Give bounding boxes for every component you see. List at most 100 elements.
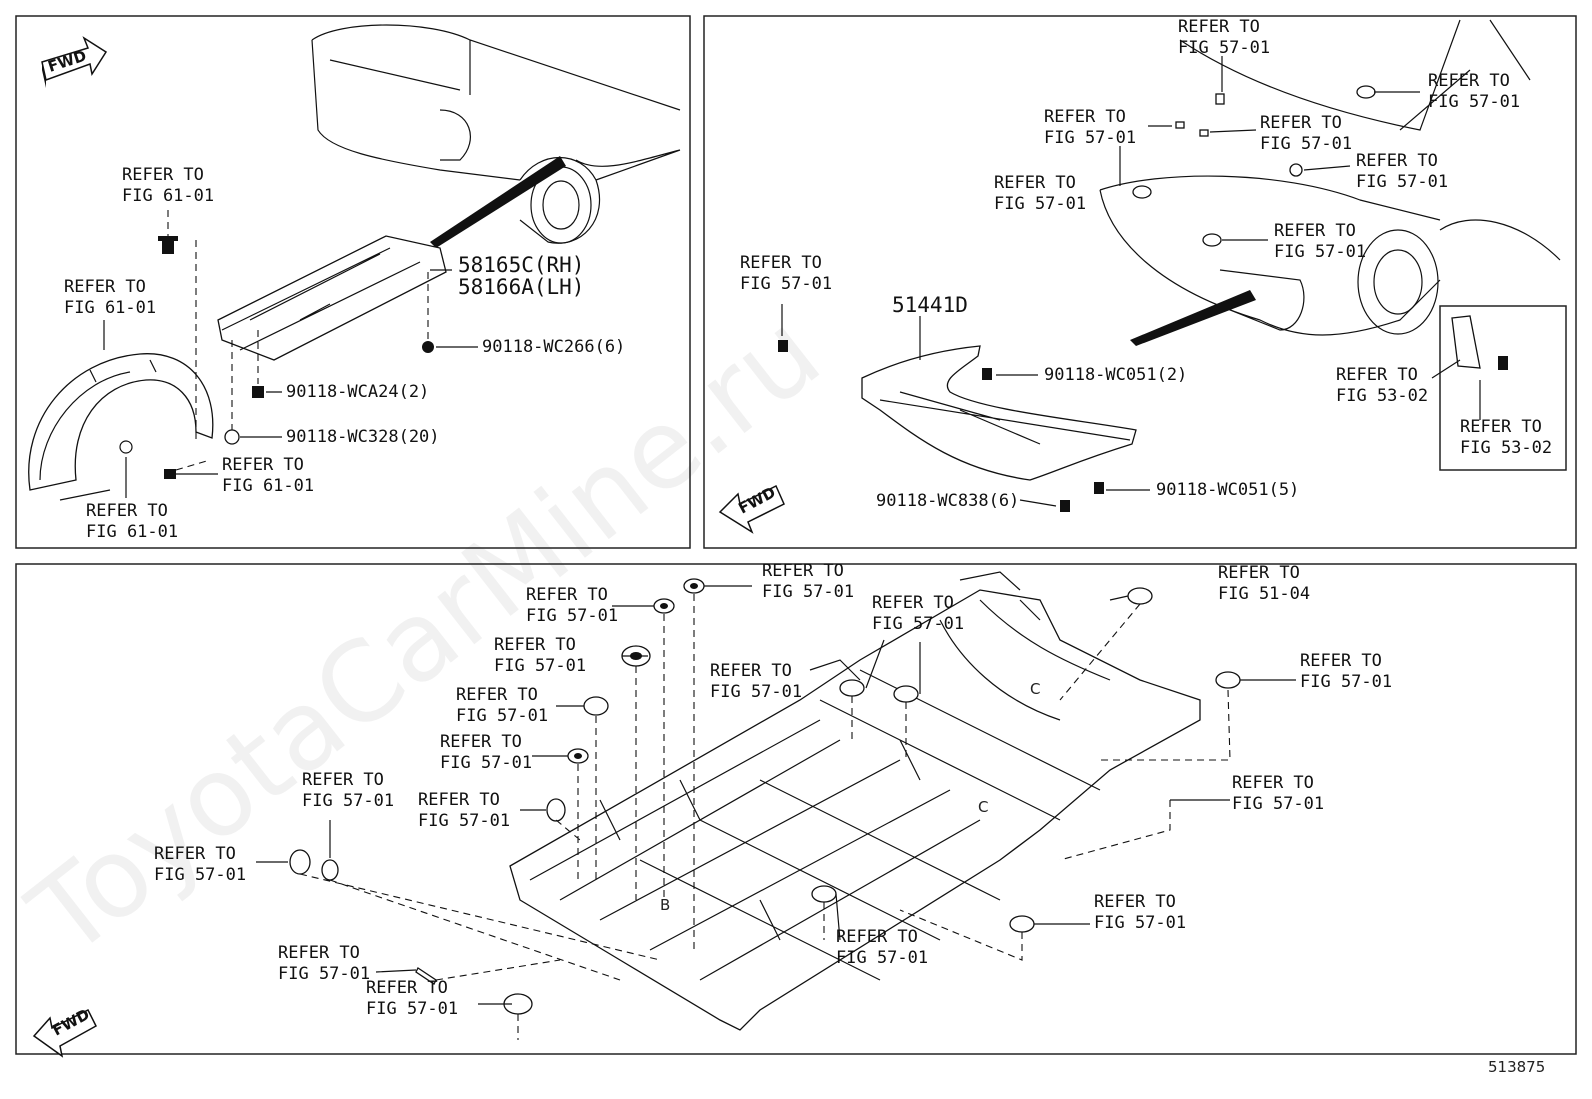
panel-top-left: FWD REFER TO FIG 61-01 REFE xyxy=(28,24,681,542)
marker-c: C xyxy=(1030,680,1040,698)
refer-label: REFER TO xyxy=(418,790,500,810)
grommet-icon xyxy=(119,440,133,454)
refer-label: REFER TO xyxy=(1336,365,1418,385)
diagram-id: 513875 xyxy=(1488,1058,1545,1076)
refer-fig-label: FIG 57-01 xyxy=(278,964,370,984)
clip-part-number: 90118-WC051(5) xyxy=(1156,480,1299,500)
plug-icon xyxy=(546,798,566,822)
clip-icon xyxy=(1199,129,1209,137)
refer-fig-label: FIG 51-04 xyxy=(1218,584,1310,604)
refer-label: REFER TO xyxy=(1218,563,1300,583)
screw-icon xyxy=(1060,500,1070,512)
refer-fig-label: FIG 57-01 xyxy=(872,614,964,634)
refer-fig-label: FIG 61-01 xyxy=(222,476,314,496)
refer-label: REFER TO xyxy=(154,844,236,864)
clip-icon xyxy=(1175,121,1185,129)
refer-label: REFER TO xyxy=(222,455,304,475)
refer-fig-label: FIG 57-01 xyxy=(1232,794,1324,814)
refer-fig-label: FIG 57-01 xyxy=(1300,672,1392,692)
refer-label: REFER TO xyxy=(1094,892,1176,912)
clip-part-number: 90118-WC266(6) xyxy=(482,337,625,357)
refer-label: REFER TO xyxy=(278,943,360,963)
screw-icon xyxy=(1094,482,1104,494)
inset-box xyxy=(1439,305,1567,471)
refer-fig-label: FIG 57-01 xyxy=(836,948,928,968)
refer-label: REFER TO xyxy=(1044,107,1126,127)
refer-fig-label: FIG 53-02 xyxy=(1460,438,1552,458)
plug-icon xyxy=(1009,915,1035,933)
refer-fig-label: FIG 57-01 xyxy=(302,791,394,811)
refer-label: REFER TO xyxy=(836,927,918,947)
refer-label: REFER TO xyxy=(710,661,792,681)
refer-fig-label: FIG 57-01 xyxy=(418,811,510,831)
refer-label: REFER TO xyxy=(994,173,1076,193)
bracket-part xyxy=(1451,315,1508,370)
panel-top-right-frame xyxy=(703,15,1577,549)
refer-fig-label: FIG 61-01 xyxy=(122,186,214,206)
refer-label: REFER TO xyxy=(302,770,384,790)
grommet-icon xyxy=(1132,185,1152,199)
clip-icon xyxy=(224,429,240,445)
refer-label: REFER TO xyxy=(494,635,576,655)
refer-fig-label: FIG 57-01 xyxy=(1044,128,1136,148)
refer-fig-label: FIG 57-01 xyxy=(366,999,458,1019)
refer-label: REFER TO xyxy=(1460,417,1542,437)
refer-fig-label: FIG 61-01 xyxy=(86,522,178,542)
refer-fig-label: FIG 57-01 xyxy=(154,865,246,885)
panel-top-left-frame xyxy=(15,15,691,549)
plug-icon xyxy=(321,859,339,881)
refer-label: REFER TO xyxy=(1232,773,1314,793)
leader-wedge xyxy=(1130,290,1256,346)
fwd-arrow-icon: FWD xyxy=(32,1005,97,1058)
clip-part-number: 90118-WC051(2) xyxy=(1044,365,1187,385)
refer-label: REFER TO xyxy=(86,501,168,521)
engine-under-cover-part xyxy=(861,345,1137,481)
refer-label: REFER TO xyxy=(762,561,844,581)
refer-label: REFER TO xyxy=(1428,71,1510,91)
refer-fig-label: FIG 57-01 xyxy=(1428,92,1520,112)
refer-fig-label: FIG 57-01 xyxy=(456,706,548,726)
tape-strip-icon xyxy=(415,967,437,985)
refer-label: REFER TO xyxy=(872,593,954,613)
plug-icon xyxy=(653,598,675,614)
refer-fig-label: FIG 57-01 xyxy=(1274,242,1366,262)
refer-label: REFER TO xyxy=(526,585,608,605)
leader-wedge xyxy=(430,156,566,248)
refer-label: REFER TO xyxy=(456,685,538,705)
panel-bottom: FWD C C B REFER TO FIG 57-01 xyxy=(32,561,1392,1058)
plug-icon xyxy=(811,885,837,903)
refer-fig-label: FIG 57-01 xyxy=(762,582,854,602)
clip-icon xyxy=(422,341,434,353)
car-rear-outline xyxy=(311,24,681,248)
part-number-lh: 58166A(LH) xyxy=(458,275,584,299)
plug-icon xyxy=(583,696,609,716)
refer-label: REFER TO xyxy=(1178,17,1260,37)
refer-label: REFER TO xyxy=(1356,151,1438,171)
plug-icon xyxy=(683,578,705,594)
clip-part-number: 90118-WCA24(2) xyxy=(286,382,429,402)
plug-icon xyxy=(1215,671,1241,689)
plug-icon xyxy=(839,679,865,697)
screw-icon xyxy=(164,469,176,479)
screw-icon xyxy=(778,340,788,352)
clip-part-number: 90118-WC328(20) xyxy=(286,427,440,447)
grommet-icon xyxy=(1202,233,1222,247)
floor-pan-body: C C B xyxy=(509,571,1201,1031)
refer-label: REFER TO xyxy=(1260,113,1342,133)
refer-fig-label: FIG 57-01 xyxy=(994,194,1086,214)
refer-label: REFER TO xyxy=(440,732,522,752)
fwd-arrow-icon: FWD xyxy=(41,36,108,88)
refer-fig-label: FIG 57-01 xyxy=(440,753,532,773)
panel-bottom-frame xyxy=(15,563,1577,1055)
refer-label: REFER TO xyxy=(122,165,204,185)
marker-b: B xyxy=(660,896,670,914)
refer-label: REFER TO xyxy=(1274,221,1356,241)
fender-liner-part xyxy=(28,353,214,501)
part-number-rh: 58165C(RH) xyxy=(458,253,584,277)
refer-fig-label: FIG 53-02 xyxy=(1336,386,1428,406)
clip-icon xyxy=(1215,93,1225,105)
fastener-clip-icon xyxy=(158,236,178,254)
refer-fig-label: FIG 57-01 xyxy=(526,606,618,626)
plug-icon xyxy=(1127,587,1153,605)
